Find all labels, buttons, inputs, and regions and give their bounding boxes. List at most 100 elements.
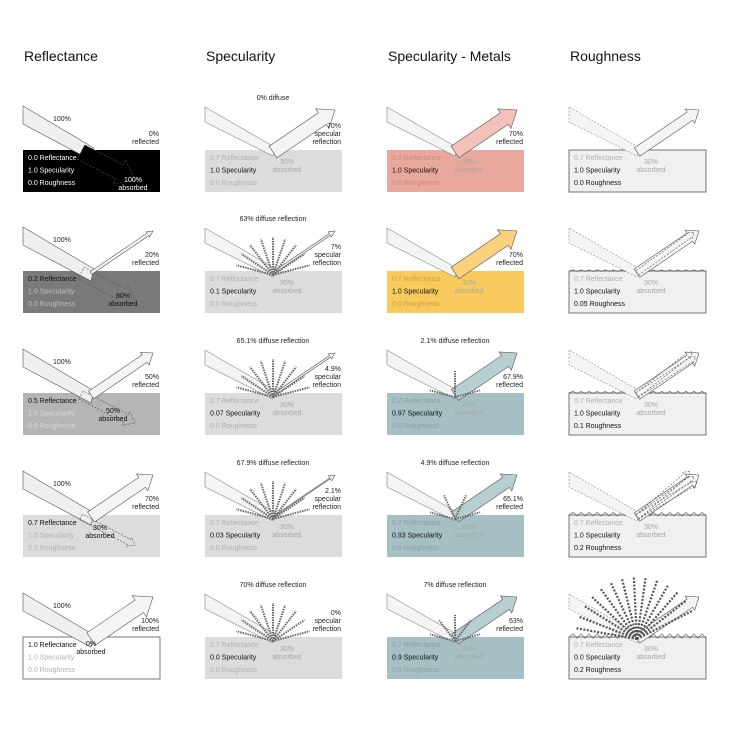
property-label: 0.05 Roughness xyxy=(574,301,625,308)
property-label: 1.0 Specularity xyxy=(28,533,75,540)
absorbed-label: absorbed xyxy=(454,532,483,539)
absorbed-percent: 30% xyxy=(644,280,658,287)
property-label: 0.0 Roughness xyxy=(392,301,440,308)
absorbed-arrow xyxy=(76,144,136,185)
property-label: 0.0 Roughness xyxy=(392,667,440,674)
diffuse-ray xyxy=(272,253,306,276)
reflected-arrow xyxy=(450,229,518,280)
property-label: 0.7 Reflectance xyxy=(392,276,441,283)
incoming-arrow xyxy=(22,226,95,282)
reflected-label: reflected xyxy=(496,139,523,146)
incoming-arrow xyxy=(22,470,95,526)
property-label: 0.0 Roughness xyxy=(392,180,440,187)
property-label: 0.7 Reflectance xyxy=(392,155,441,162)
incoming-arrow xyxy=(386,593,459,644)
reflected-label: 7% xyxy=(331,244,341,251)
property-label: 0.0 Roughness xyxy=(210,301,258,308)
incoming-arrow xyxy=(568,349,641,400)
reflected-label: reflected xyxy=(496,260,523,267)
reflected-label: 63% xyxy=(509,618,523,625)
absorbed-label: absorbed xyxy=(272,410,301,417)
property-label: 0.97 Specularity xyxy=(392,411,443,418)
material-box xyxy=(205,515,342,557)
diffuse-ray xyxy=(236,508,274,520)
property-label: 0.7 Reflectance xyxy=(574,276,623,283)
material-box xyxy=(568,270,707,314)
property-label: 0.2 Reflectance xyxy=(28,276,77,283)
property-label: 1.0 Specularity xyxy=(392,168,439,175)
diffuse-ray xyxy=(249,366,274,398)
reflected-arrow xyxy=(89,230,154,275)
reflected-label: 0% xyxy=(331,610,341,617)
diffuse-ray xyxy=(454,619,472,642)
absorbed-label: absorbed xyxy=(636,410,665,417)
reflected-label: 67.9% xyxy=(503,374,523,381)
reflected-arrow xyxy=(633,351,700,400)
diffuse-ray xyxy=(429,389,456,398)
diffuse-ray xyxy=(259,238,274,276)
property-label: 1.0 Reflectance xyxy=(28,642,77,649)
diffuse-ray xyxy=(272,360,287,398)
property-label: 1.0 Specularity xyxy=(28,411,75,418)
diffuse-ray xyxy=(272,488,297,520)
incoming-label: 100% xyxy=(53,603,71,610)
diffuse-ray xyxy=(272,482,287,520)
absorbed-label: absorbed xyxy=(454,167,483,174)
incoming-arrow xyxy=(386,106,459,157)
diffuse-ray xyxy=(240,497,274,520)
incoming-arrow xyxy=(204,106,277,157)
diffuse-ray xyxy=(454,511,481,520)
diffuse-ray xyxy=(236,264,274,276)
panel-4-2: 0.7 Reflectance 1.0 Specularity 0.05 Rough… xyxy=(568,227,707,314)
diffuse-ray xyxy=(240,619,274,642)
property-label: 1.0 Specularity xyxy=(28,168,75,175)
diffuse-ray xyxy=(249,610,274,642)
reflected-arrow xyxy=(271,352,336,397)
property-label: 0.7 Reflectance xyxy=(392,398,441,405)
material-box xyxy=(387,515,524,557)
property-label: 0.7 Reflectance xyxy=(574,642,623,649)
reflected-arrow xyxy=(88,351,154,400)
property-label: 0.03 Specularity xyxy=(210,533,261,540)
diffuse-ray xyxy=(259,482,274,520)
diffuse-ray xyxy=(272,366,297,398)
incoming-label: 100% xyxy=(53,116,71,123)
incoming-label: 100% xyxy=(53,481,71,488)
reflected-label: specular xyxy=(315,252,342,259)
absorbed-label: absorbed xyxy=(454,288,483,295)
reflected-label: reflected xyxy=(496,382,523,389)
diffuse-ray xyxy=(429,633,456,642)
diffuse-label: 67.9% diffuse reflection xyxy=(237,460,310,467)
absorbed-percent: 30% xyxy=(644,402,658,409)
absorbed-label: absorbed xyxy=(272,167,301,174)
scatter-arrow xyxy=(635,356,697,398)
absorbed-percent: 30% xyxy=(462,402,476,409)
absorbed-percent: 30% xyxy=(280,646,294,653)
reflected-label: 65.1% xyxy=(503,496,523,503)
property-label: 1.0 Specularity xyxy=(574,289,621,296)
material-box xyxy=(387,393,524,435)
property-label: 1.0 Specularity xyxy=(28,289,75,296)
incoming-arrow xyxy=(568,106,641,157)
reflected-label: reflection xyxy=(313,260,342,267)
reflected-label: 70% xyxy=(509,252,523,259)
absorbed-label: absorbed xyxy=(454,654,483,661)
property-label: 1.0 Specularity xyxy=(28,655,75,662)
property-label: 0.0 Roughness xyxy=(392,545,440,552)
diffuse-label: 7% diffuse reflection xyxy=(424,582,487,589)
material-box xyxy=(205,150,342,192)
diffuse-label: 70% diffuse reflection xyxy=(240,582,307,589)
reflected-label: reflection xyxy=(313,626,342,633)
property-label: 0.0 Roughness xyxy=(28,545,76,552)
property-label: 0.0 Roughness xyxy=(210,545,258,552)
scatter-arrow xyxy=(635,232,695,276)
reflected-label: reflected xyxy=(132,260,159,267)
material-box xyxy=(205,271,342,313)
material-box xyxy=(205,393,342,435)
